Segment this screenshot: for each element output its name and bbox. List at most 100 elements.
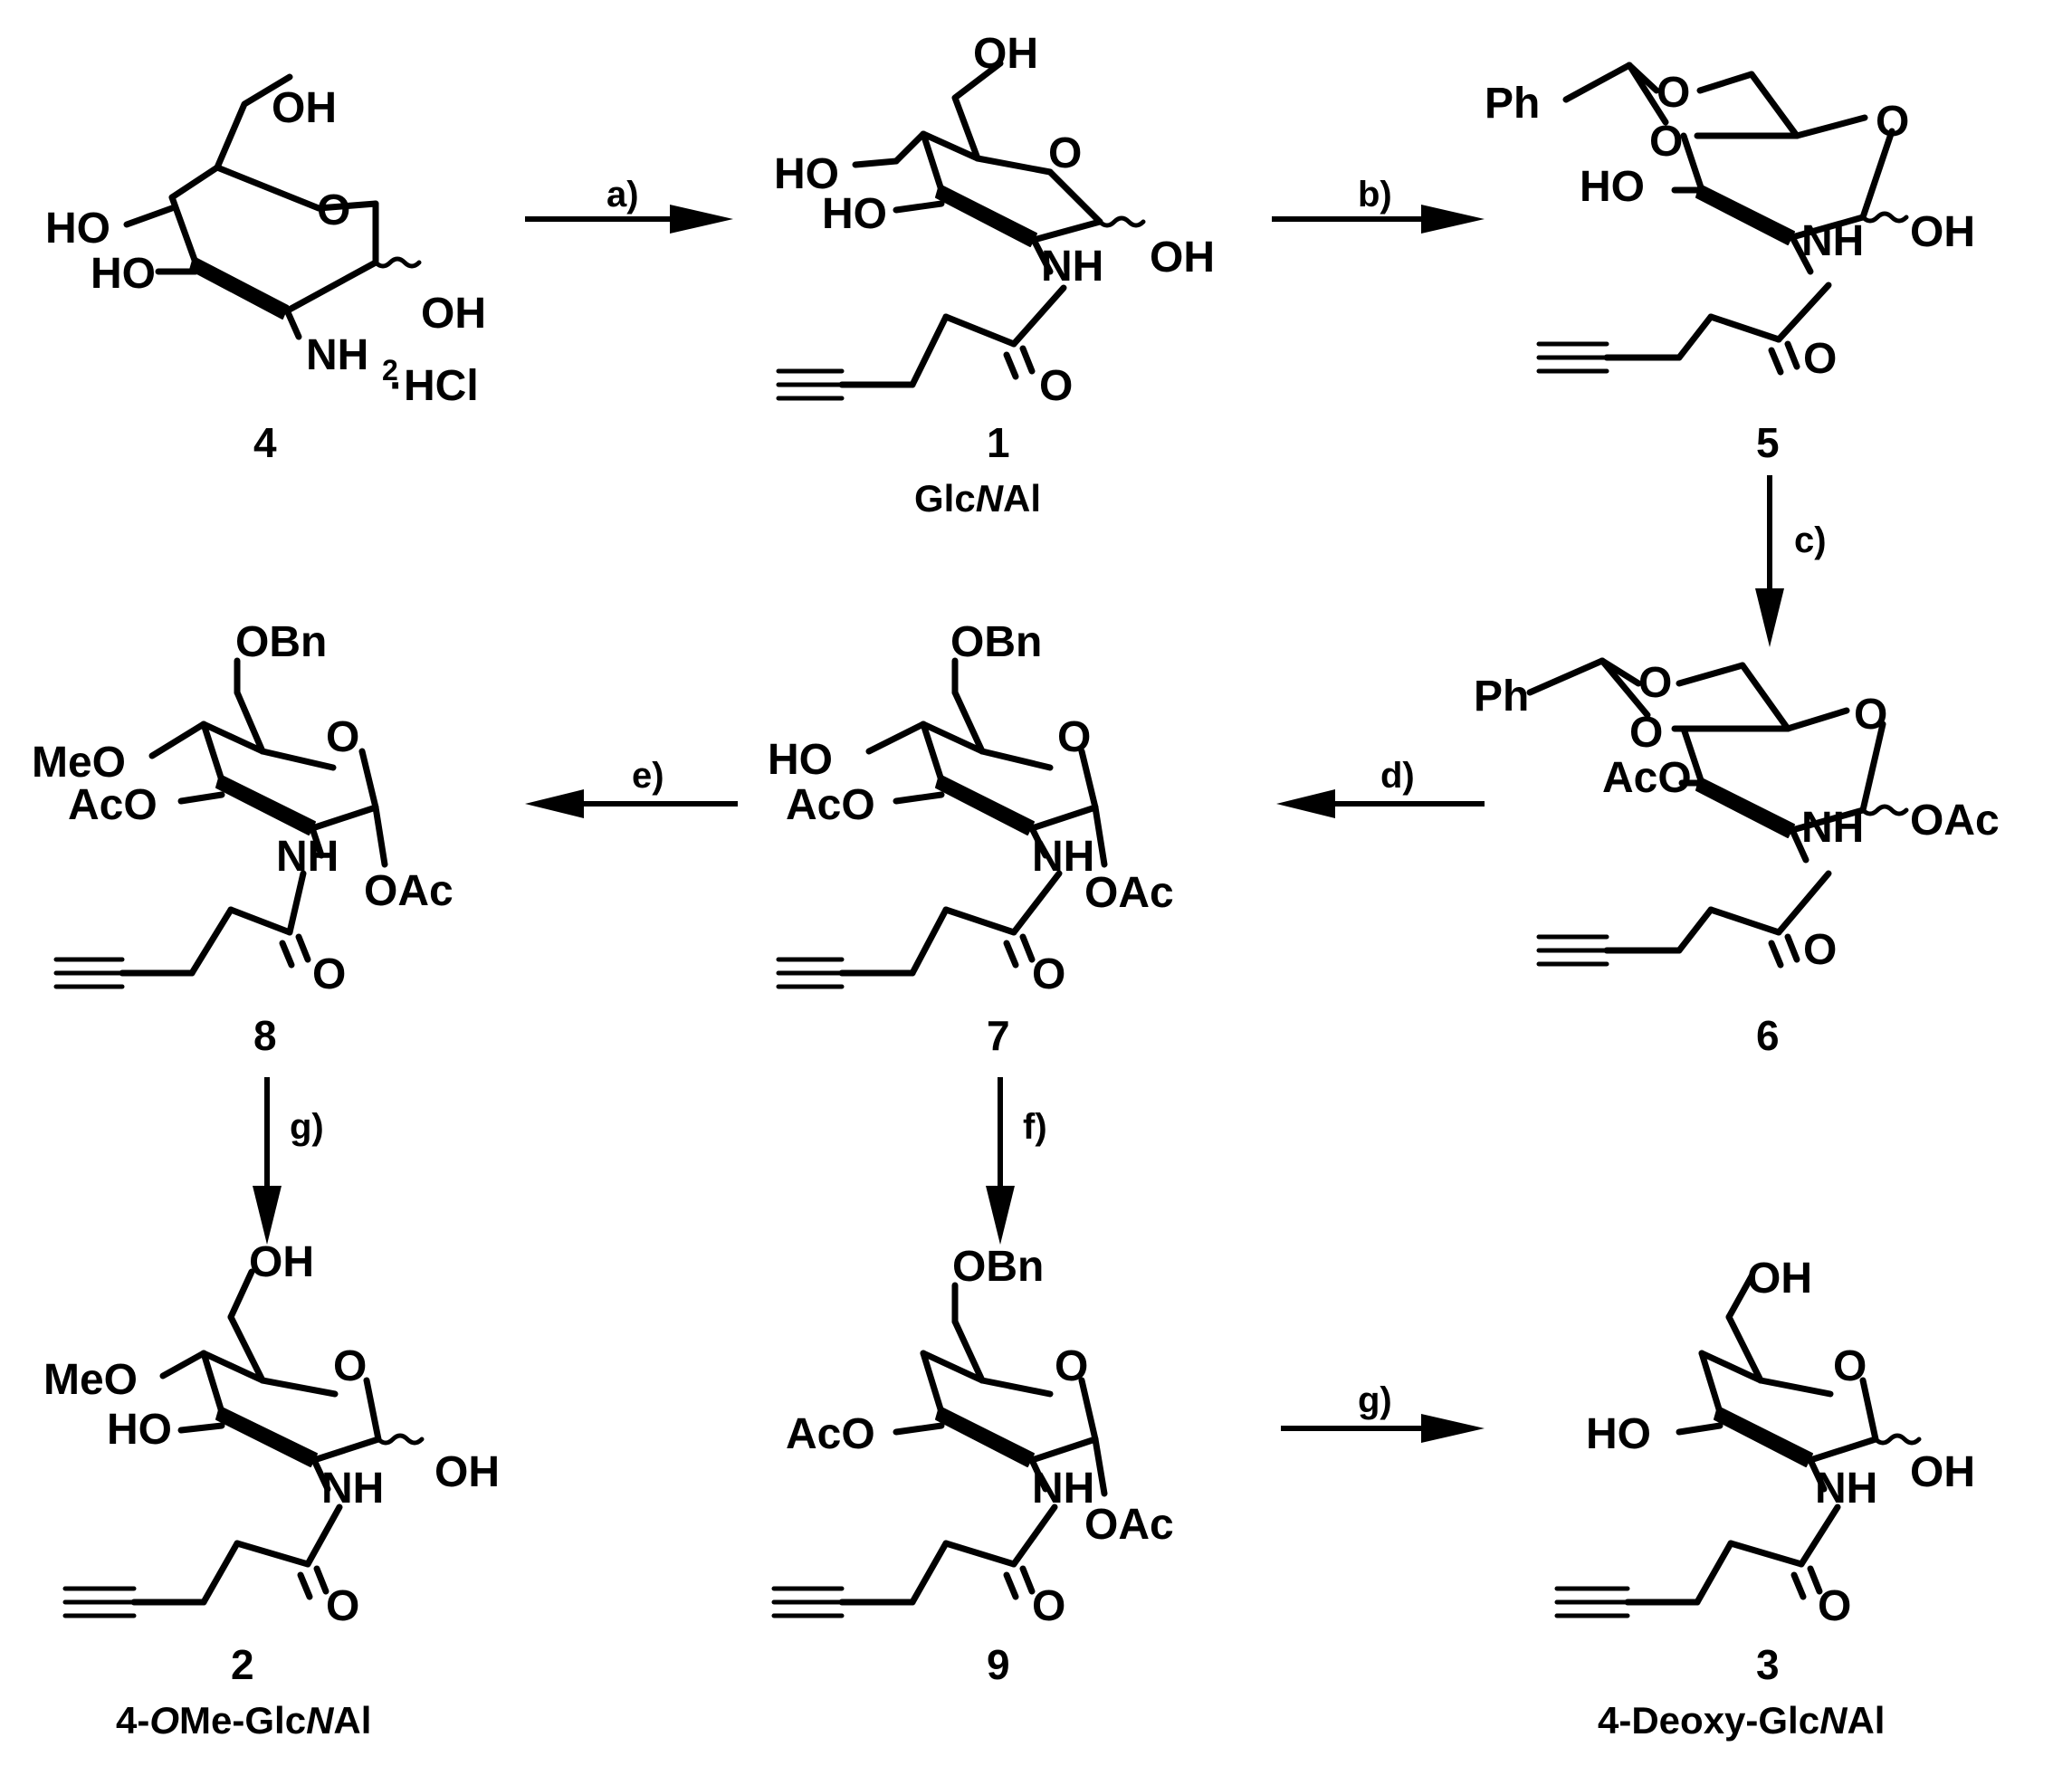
atom-ho-c4: HO (774, 150, 839, 198)
compound-number: 7 (987, 1012, 1010, 1059)
compound-2: OH MeO HO O NH OH O 2 4-OMe-GlcNAl (43, 1238, 500, 1742)
compound-3: OH HO O NH OH O 3 4-Deoxy-GlcNAl (1554, 1255, 1975, 1742)
condition-label: a) (606, 175, 639, 215)
atom-oh-anomeric: OH (1150, 234, 1215, 282)
atom-o-ring: O (1048, 129, 1082, 177)
atom-o-carbonyl: O (326, 1582, 359, 1630)
atom-o-ring: O (333, 1342, 367, 1390)
compound-number: 4 (253, 419, 277, 466)
compound-number: 2 (231, 1641, 254, 1688)
condition-label: d) (1380, 756, 1415, 796)
compound-4: OH HO HO O NH 2 OH ·HCl 4 (45, 73, 486, 466)
atom-oh-anomeric: OH (1910, 208, 1975, 256)
atom-oac-anomeric: OAc (1084, 1501, 1174, 1549)
atom-ho-c4: HO (45, 205, 110, 253)
atom-ph: Ph (1485, 80, 1540, 128)
atom-o-ring: O (1876, 98, 1909, 146)
atom-ho-c3: HO (1580, 163, 1645, 211)
compound-1: OH HO HO O NH OH O 1 GlcNAl (774, 30, 1215, 520)
arrow-a: a) (525, 175, 733, 234)
condition-label: e) (632, 756, 664, 796)
atom-aco-c3: AcO (68, 781, 158, 829)
atom-nh: NH (321, 1465, 384, 1513)
condition-label: b) (1358, 175, 1392, 215)
compound-name: 4-Deoxy-GlcNAl (1598, 1699, 1885, 1742)
atom-nh: NH (1032, 833, 1094, 881)
compound-name: GlcNAl (914, 477, 1041, 520)
condition-label: g) (290, 1107, 324, 1147)
atom-oh-anomeric: OH (434, 1448, 500, 1496)
compound-8: OBn MeO AcO O NH OAc O 8 (32, 618, 454, 1059)
atom-o-acetal-2: O (1629, 709, 1663, 757)
atom-nh: NH (276, 833, 339, 881)
arrow-f: f) (986, 1077, 1047, 1245)
atom-o-carbonyl: O (1032, 950, 1065, 998)
atom-o-ring: O (317, 186, 350, 234)
condition-label: c) (1794, 520, 1827, 560)
atom-oh-c6: OH (249, 1238, 314, 1286)
atom-nh2: NH (306, 331, 368, 379)
atom-oac-anomeric: OAc (1084, 869, 1174, 917)
atom-nh: NH (1801, 217, 1864, 265)
compound-6: Ph O O O AcO NH OAc O 6 (1474, 657, 2000, 1059)
atom-o-ring: O (1057, 713, 1091, 761)
atom-ho-c3: HO (822, 190, 887, 238)
atom-obn: OBn (235, 618, 327, 666)
atom-obn: OBn (950, 618, 1042, 666)
compound-number: 6 (1756, 1012, 1780, 1059)
atom-nh: NH (1815, 1465, 1877, 1513)
atom-o-carbonyl: O (1803, 335, 1837, 383)
arrow-g-2: g) (1281, 1380, 1485, 1443)
atom-o-carbonyl: O (1039, 362, 1073, 410)
compound-9: OBn AcO O NH OAc O 9 (771, 1243, 1174, 1688)
atom-oh-c6: OH (973, 30, 1038, 78)
compound-name: 4-OMe-GlcNAl (116, 1699, 371, 1742)
compound-5: Ph O O O HO NH OH O 5 (1485, 62, 1975, 466)
arrow-d: d) (1276, 756, 1485, 818)
arrow-c: c) (1755, 475, 1827, 647)
atom-meo-c4: MeO (43, 1356, 138, 1404)
atom-aco-c3: AcO (786, 1410, 875, 1458)
arrow-b: b) (1272, 175, 1485, 234)
atom-o-carbonyl: O (1818, 1582, 1851, 1630)
compound-7: OBn HO AcO O NH OAc O 7 (768, 618, 1174, 1059)
atom-oh-c6: OH (1747, 1255, 1812, 1303)
atom-o-carbonyl: O (312, 950, 346, 998)
compound-number: 8 (253, 1012, 277, 1059)
atom-o-ring: O (1833, 1342, 1867, 1390)
hcl-salt: ·HCl (389, 362, 479, 410)
condition-label: f) (1023, 1107, 1047, 1147)
atom-o-carbonyl: O (1803, 926, 1837, 974)
atom-aco-c3: AcO (1602, 754, 1692, 802)
atom-ho-c3: HO (107, 1406, 172, 1454)
atom-oac-anomeric: OAc (364, 867, 454, 915)
atom-meo-c4: MeO (32, 739, 126, 787)
atom-o-ring: O (326, 713, 359, 761)
atom-ph: Ph (1474, 673, 1529, 721)
atom-aco-c3: AcO (786, 781, 875, 829)
atom-obn: OBn (952, 1243, 1044, 1291)
compound-number: 5 (1756, 419, 1780, 466)
atom-nh2-subscript: 2 (382, 354, 398, 387)
arrow-g-1: g) (253, 1077, 324, 1245)
condition-label: g) (1358, 1380, 1392, 1420)
atom-ho-c3: HO (91, 250, 156, 298)
atom-o-acetal-1: O (1657, 69, 1690, 117)
atom-o-acetal-2: O (1649, 118, 1683, 166)
atom-ho-c3: HO (1586, 1410, 1651, 1458)
atom-o-acetal-1: O (1638, 659, 1672, 707)
atom-o-ring: O (1055, 1342, 1088, 1390)
atom-oac-anomeric: OAc (1910, 797, 2000, 845)
atom-oh-anomeric: OH (421, 290, 486, 338)
atom-oh-anomeric: OH (1910, 1448, 1975, 1496)
compound-number: 9 (987, 1641, 1010, 1688)
atom-nh: NH (1032, 1465, 1094, 1513)
atom-o-carbonyl: O (1032, 1582, 1065, 1630)
arrow-e: e) (525, 756, 738, 818)
atom-nh: NH (1801, 804, 1864, 852)
atom-ho-c4: HO (768, 736, 833, 784)
atom-oh-c6: OH (272, 84, 337, 132)
atom-nh: NH (1041, 243, 1103, 291)
compound-number: 1 (987, 419, 1010, 466)
